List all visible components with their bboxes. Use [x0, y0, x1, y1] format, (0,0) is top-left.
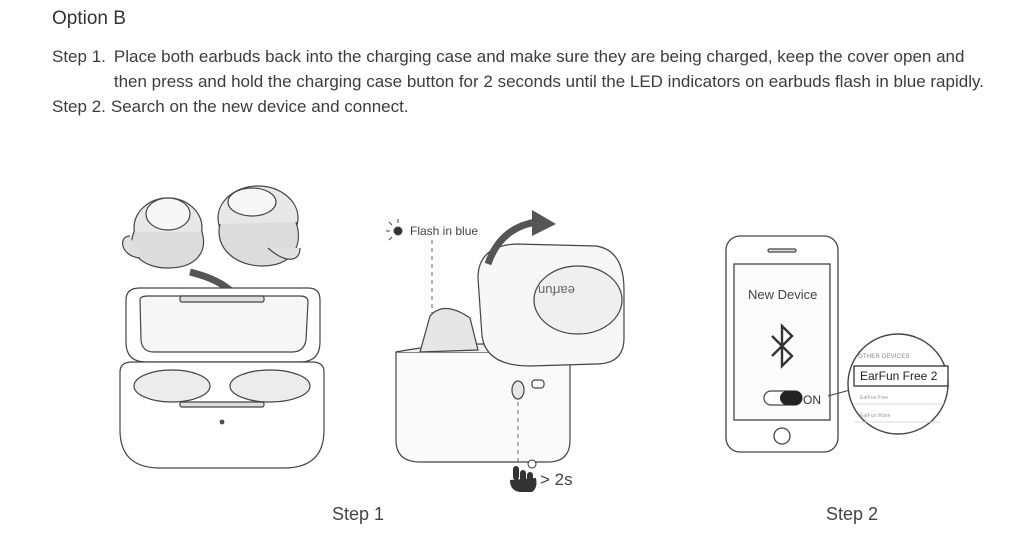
flash-label: Flash in blue — [410, 224, 479, 238]
device-list-item-selected[interactable]: EarFun Free 2 — [860, 369, 938, 383]
step-2-label: Step 2. — [52, 97, 106, 116]
instructions: Step 1. Place both earbuds back into the… — [52, 44, 1002, 119]
open-charging-case — [119, 287, 325, 469]
step-2-text: Search on the new device and connect. — [110, 97, 409, 116]
device-list-item[interactable]: EarFun Free — [860, 395, 889, 401]
figure-2-caption: Step 2 — [826, 504, 879, 524]
step-1-label: Step 1. — [52, 47, 106, 66]
other-devices-header: OTHER DEVICES — [858, 354, 910, 360]
lid-open-arrow-icon — [484, 218, 537, 266]
flash-indicator-icon — [386, 219, 403, 241]
toggle-on-label: ON — [803, 393, 821, 407]
bluetooth-icon — [771, 323, 794, 369]
page-title: Option B — [52, 8, 126, 29]
bluetooth-toggle[interactable] — [763, 390, 803, 406]
step-1-row: Step 1. Place both earbuds back into the… — [52, 44, 1002, 94]
press-hand-icon — [510, 459, 537, 492]
step-2-row: Step 2. Search on the new device and con… — [52, 94, 1002, 119]
device-list-zoom — [847, 333, 949, 435]
charging-case-side — [395, 243, 625, 463]
case-brand-text: earfun — [538, 283, 575, 298]
hold-duration-label: > 2s — [540, 470, 573, 489]
step-1-text: Place both earbuds back into the chargin… — [113, 47, 984, 91]
earbuds-illustration — [122, 185, 301, 269]
figure-1-caption: Step 1 — [332, 504, 385, 524]
device-list-item[interactable]: EarFun Wave — [860, 413, 891, 419]
phone-screen-title: New Device — [748, 287, 818, 302]
